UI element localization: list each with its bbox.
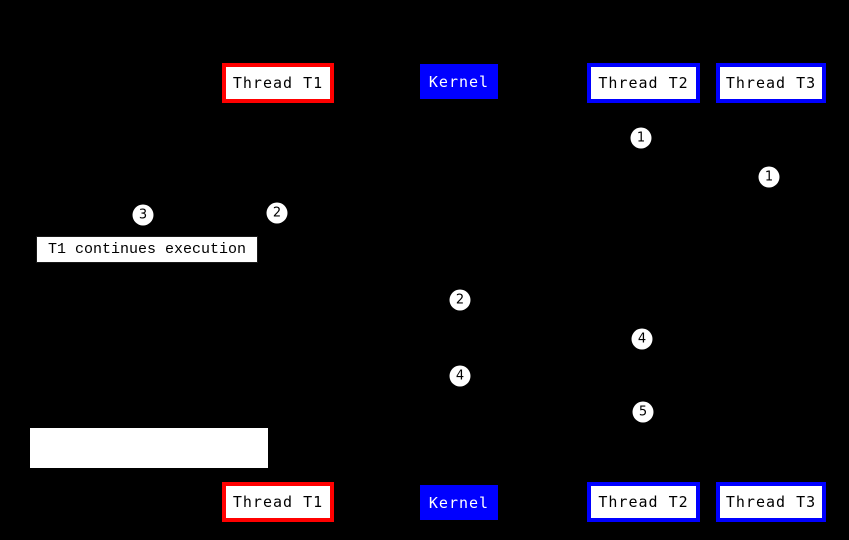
note-t1-continues-execution: T1 continues execution bbox=[36, 236, 258, 263]
blank-note-box bbox=[30, 428, 268, 468]
thread-t3-box-bottom: Thread T3 bbox=[716, 482, 826, 522]
kernel-box-bottom: Kernel bbox=[420, 485, 498, 520]
step-marker-2-thread-t1: 2 bbox=[266, 202, 288, 224]
thread-t1-box-top: Thread T1 bbox=[222, 63, 334, 103]
step-marker-5-thread-t2: 5 bbox=[632, 401, 654, 423]
kernel-box-top: Kernel bbox=[420, 64, 498, 99]
step-marker-1-thread-t2: 1 bbox=[630, 127, 652, 149]
step-marker-3-thread-t1: 3 bbox=[132, 204, 154, 226]
step-marker-4-kernel: 4 bbox=[449, 365, 471, 387]
thread-t1-box-bottom: Thread T1 bbox=[222, 482, 334, 522]
step-marker-2-kernel: 2 bbox=[449, 289, 471, 311]
thread-t2-box-top: Thread T2 bbox=[587, 63, 700, 103]
thread-t3-box-top: Thread T3 bbox=[716, 63, 826, 103]
step-marker-1-thread-t3: 1 bbox=[758, 166, 780, 188]
step-marker-4-thread-t2: 4 bbox=[631, 328, 653, 350]
thread-t2-box-bottom: Thread T2 bbox=[587, 482, 700, 522]
